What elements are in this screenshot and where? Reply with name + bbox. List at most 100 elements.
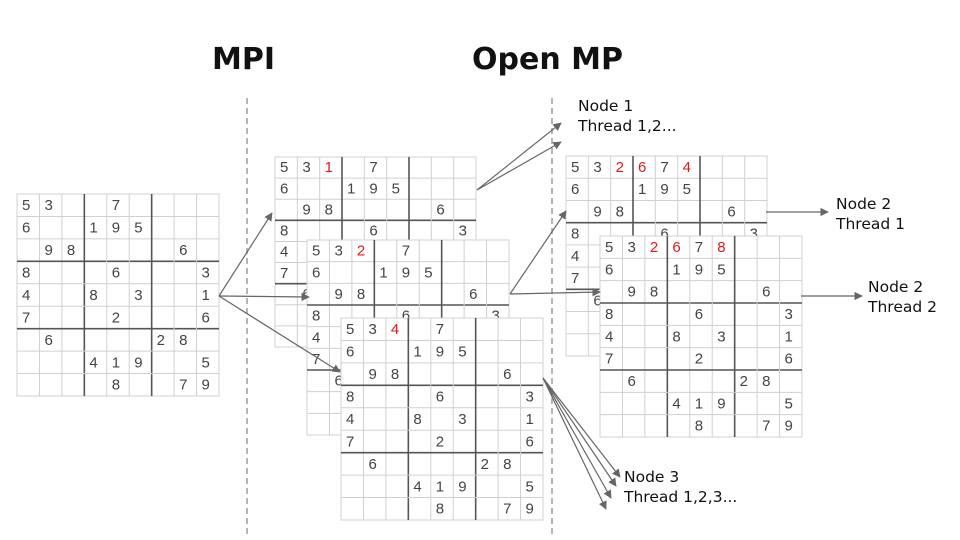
node3-label: Node 3 Thread 1,2,3... [624, 467, 737, 507]
given-digit: 5 [571, 159, 579, 176]
given-digit: 5 [134, 220, 142, 237]
given-digit: 9 [368, 366, 376, 383]
given-digit: 5 [22, 197, 30, 214]
given-digit: 1 [89, 220, 97, 237]
given-digit: 6 [660, 226, 668, 243]
given-digit: 5 [424, 264, 432, 281]
given-digit: 7 [22, 309, 30, 326]
given-digit: 4 [280, 244, 288, 261]
node3-label-line1: Node 3 [624, 468, 680, 486]
given-digit: 6 [346, 344, 354, 361]
given-digit: 9 [785, 418, 793, 435]
given-digit: 5 [717, 261, 725, 278]
arrow-to-mpi-node-1 [218, 212, 273, 297]
given-digit: 9 [436, 344, 444, 361]
given-digit: 9 [458, 478, 466, 495]
node1-label-line2: Thread 1,2... [578, 117, 677, 135]
node2-thread1-label: Node 2 Thread 1 [836, 194, 905, 234]
given-digit: 6 [727, 203, 735, 220]
given-digit: 8 [605, 306, 613, 323]
given-digit: 4 [413, 478, 421, 495]
given-digit: 3 [526, 388, 534, 405]
divider-openmp [551, 98, 553, 534]
given-digit: 9 [695, 261, 703, 278]
given-digit: 1 [785, 328, 793, 345]
given-digit: 7 [695, 239, 703, 256]
given-digit: 3 [785, 306, 793, 323]
given-digit: 7 [369, 159, 377, 176]
arrow-to-mpi-node-3 [218, 295, 341, 373]
given-digit: 8 [112, 377, 120, 394]
filled-digit: 6 [638, 159, 646, 176]
given-digit: 4 [672, 395, 680, 412]
given-digit: 9 [369, 180, 377, 197]
board-background [599, 235, 803, 438]
given-digit: 8 [280, 223, 288, 240]
given-digit: 5 [312, 243, 320, 260]
given-digit: 5 [280, 159, 288, 176]
given-digit: 6 [112, 264, 120, 281]
given-digit: 8 [672, 328, 680, 345]
given-digit: 2 [157, 332, 165, 349]
node2-thread2-label: Node 2 Thread 2 [868, 277, 937, 317]
given-digit: 3 [44, 197, 52, 214]
given-digit: 8 [22, 264, 30, 281]
given-digit: 3 [492, 308, 500, 325]
given-digit: 9 [526, 501, 534, 518]
mpi-heading: MPI [212, 42, 276, 77]
given-digit: 2 [436, 433, 444, 450]
given-digit: 6 [627, 373, 635, 390]
filled-digit: 2 [650, 239, 658, 256]
filled-digit: 1 [325, 159, 333, 176]
given-digit: 8 [413, 411, 421, 428]
given-digit: 9 [717, 395, 725, 412]
given-digit: 9 [402, 264, 410, 281]
filled-digit: 2 [616, 159, 624, 176]
given-digit: 1 [695, 395, 703, 412]
given-digit: 8 [179, 332, 187, 349]
given-digit: 6 [280, 180, 288, 197]
given-digit: 6 [202, 309, 210, 326]
given-digit: 7 [762, 418, 770, 435]
given-digit: 6 [44, 332, 52, 349]
given-digit: 6 [785, 351, 793, 368]
given-digit: 1 [379, 264, 387, 281]
given-digit: 9 [334, 286, 342, 303]
given-digit: 8 [650, 284, 658, 301]
given-digit: 8 [89, 287, 97, 304]
board-background [16, 193, 220, 397]
given-digit: 2 [740, 373, 748, 390]
node3-label-line2: Thread 1,2,3... [624, 488, 738, 506]
given-digit: 3 [593, 159, 601, 176]
given-digit: 1 [413, 344, 421, 361]
given-digit: 7 [346, 433, 354, 450]
arrow-node3-thread-c [542, 377, 612, 499]
filled-digit: 2 [357, 243, 365, 260]
given-digit: 9 [660, 181, 668, 198]
arrow-node3-thread-b [542, 377, 617, 487]
given-digit: 8 [357, 286, 365, 303]
given-digit: 5 [346, 321, 354, 338]
arrow-node3-thread-d [542, 377, 607, 510]
filled-digit: 8 [717, 239, 725, 256]
given-digit: 9 [593, 203, 601, 220]
arrow-to-omp-node-1 [509, 210, 567, 295]
given-digit: 7 [179, 377, 187, 394]
given-digit: 6 [503, 366, 511, 383]
given-digit: 6 [436, 201, 444, 218]
given-digit: 6 [695, 306, 703, 323]
arrow-to-mpi-node-2 [218, 292, 310, 302]
given-digit: 2 [112, 309, 120, 326]
given-digit: 3 [717, 328, 725, 345]
given-digit: 8 [571, 226, 579, 243]
given-digit: 5 [458, 344, 466, 361]
given-digit: 4 [605, 328, 613, 345]
divider-mpi [246, 98, 248, 534]
given-digit: 3 [627, 239, 635, 256]
given-digit: 4 [22, 287, 30, 304]
given-digit: 4 [89, 354, 97, 371]
given-digit: 7 [112, 197, 120, 214]
given-digit: 8 [695, 418, 703, 435]
given-digit: 6 [402, 308, 410, 325]
given-digit: 3 [459, 223, 467, 240]
